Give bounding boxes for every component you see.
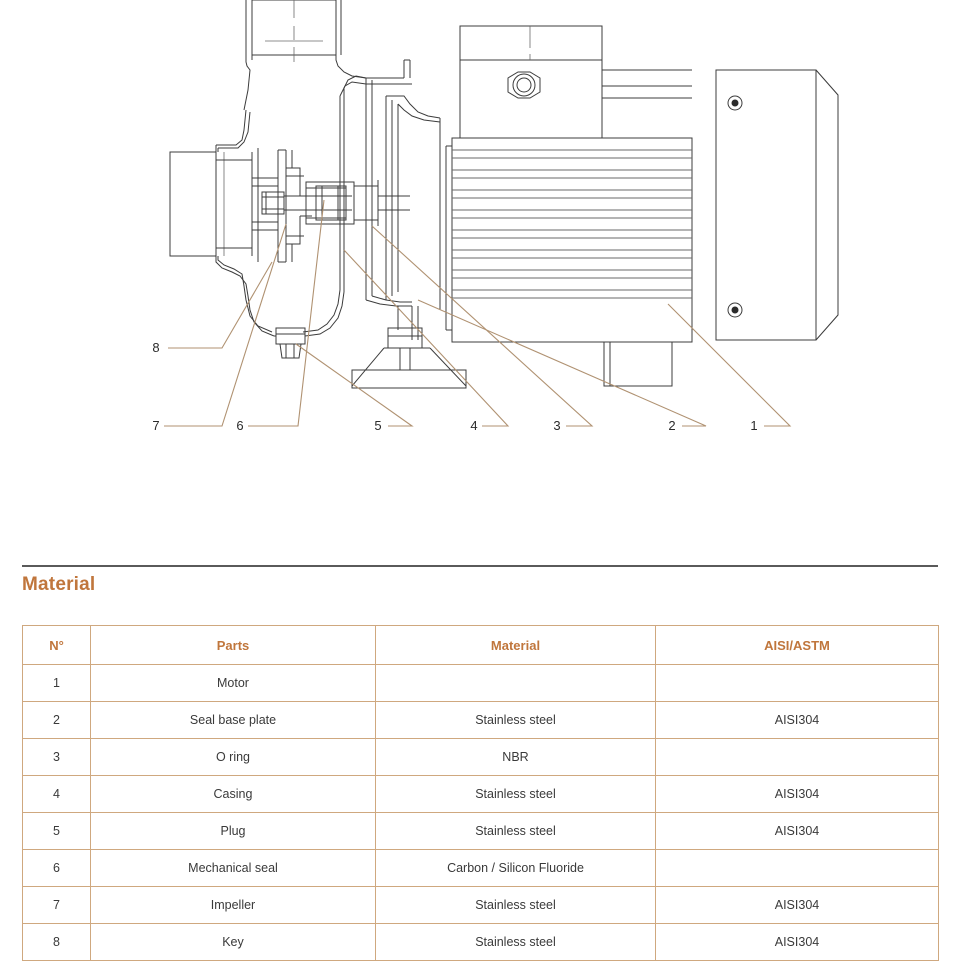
cell-parts: Motor [90, 664, 376, 702]
cell-parts: Plug [90, 812, 376, 850]
cell-parts: Casing [90, 775, 376, 813]
callout-number-3: 3 [553, 418, 561, 433]
column-header-aisi: AISI/ASTM [655, 625, 939, 665]
cell-parts: O ring [90, 738, 376, 776]
cell-material: Carbon / Silicon Fluoride [375, 849, 656, 887]
mechanical-seal-icon [315, 185, 347, 221]
cell-aisi: AISI304 [655, 701, 939, 739]
table-row: 1 Motor [22, 664, 939, 702]
terminal-box-icon [459, 25, 692, 139]
callout-number-4: 4 [470, 418, 478, 433]
cell-material: Stainless steel [375, 886, 656, 924]
material-section: Material N° Parts Material AISI/ASTM 1 M… [0, 520, 960, 961]
column-header-material: Material [375, 625, 656, 665]
pump-cross-section-drawing [164, 0, 839, 427]
suction-port-icon [169, 148, 278, 262]
cell-material: Stainless steel [375, 701, 656, 739]
section-divider-rule [22, 565, 938, 567]
callout-leader-lines [164, 199, 792, 427]
cell-material: NBR [375, 738, 656, 776]
cell-parts: Seal base plate [90, 701, 376, 739]
table-row: 5 Plug Stainless steel AISI304 [22, 812, 939, 850]
cell-aisi [655, 664, 939, 702]
impeller-icon [277, 149, 312, 263]
callout-number-1: 1 [750, 418, 758, 433]
cell-material [375, 664, 656, 702]
table-row: 3 O ring NBR [22, 738, 939, 776]
callout-number-7: 7 [152, 418, 160, 433]
drain-plug-icon [275, 327, 306, 359]
callout-number-8: 8 [152, 340, 160, 355]
impeller-nut-icon [261, 191, 285, 215]
cell-aisi: AISI304 [655, 923, 939, 961]
cell-no: 3 [22, 738, 91, 776]
column-header-parts: Parts [90, 625, 376, 665]
cell-no: 6 [22, 849, 91, 887]
cell-aisi: AISI304 [655, 812, 939, 850]
callout-number-5: 5 [374, 418, 382, 433]
table-header-row: N° Parts Material AISI/ASTM [22, 625, 939, 665]
cell-aisi: AISI304 [655, 775, 939, 813]
cell-no: 2 [22, 701, 91, 739]
pump-shaft-icon [284, 178, 410, 228]
table-row: 6 Mechanical seal Carbon / Silicon Fluor… [22, 849, 939, 887]
seal-base-plate-icon [365, 59, 441, 307]
motor-housing-icon [439, 118, 693, 343]
cell-parts: Key [90, 923, 376, 961]
cell-material: Stainless steel [375, 923, 656, 961]
support-bracket-icon [351, 306, 467, 389]
cell-material: Stainless steel [375, 775, 656, 813]
table-row: 8 Key Stainless steel AISI304 [22, 923, 939, 961]
material-table: N° Parts Material AISI/ASTM 1 Motor 2 Se… [22, 625, 939, 961]
table-row: 7 Impeller Stainless steel AISI304 [22, 886, 939, 924]
cell-no: 1 [22, 664, 91, 702]
discharge-port-icon [243, 0, 367, 111]
column-header-no: N° [22, 625, 91, 665]
motor-end-cap-icon [715, 69, 839, 341]
cell-aisi [655, 849, 939, 887]
callout-number-6: 6 [236, 418, 244, 433]
cell-aisi [655, 738, 939, 776]
motor-foot-icon [603, 342, 673, 387]
cell-parts: Mechanical seal [90, 849, 376, 887]
cell-parts: Impeller [90, 886, 376, 924]
table-row: 4 Casing Stainless steel AISI304 [22, 775, 939, 813]
cell-no: 7 [22, 886, 91, 924]
pump-diagram: 8 7 6 5 4 3 2 1 [152, 0, 839, 433]
cell-material: Stainless steel [375, 812, 656, 850]
cell-no: 5 [22, 812, 91, 850]
section-title: Material [22, 574, 96, 595]
callout-number-2: 2 [668, 418, 676, 433]
cell-no: 4 [22, 775, 91, 813]
pump-casing-icon [215, 75, 367, 337]
cell-no: 8 [22, 923, 91, 961]
table-row: 2 Seal base plate Stainless steel AISI30… [22, 701, 939, 739]
cell-aisi: AISI304 [655, 886, 939, 924]
